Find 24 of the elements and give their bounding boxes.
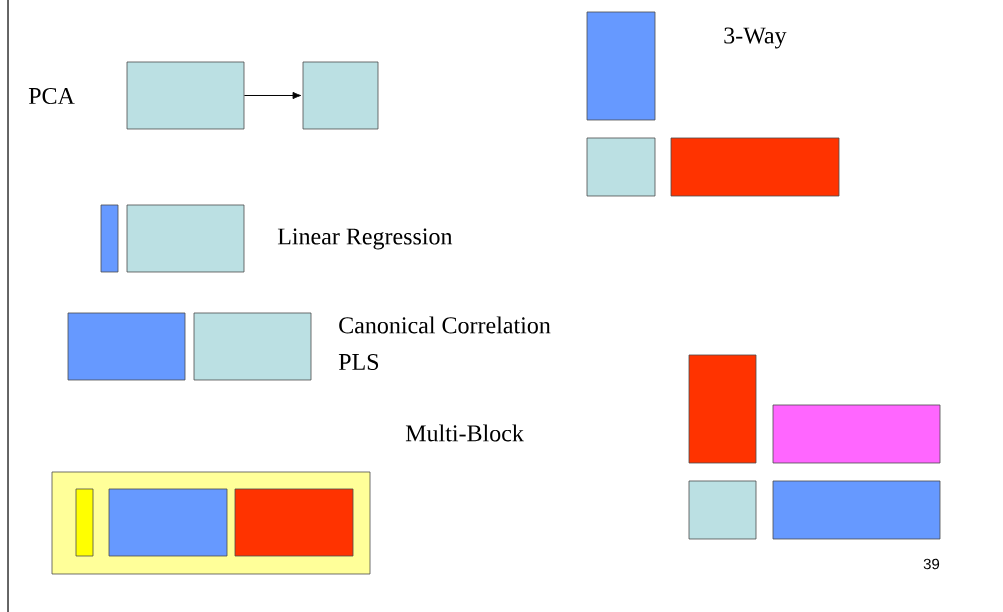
method-label: Multi-Block	[405, 424, 524, 442]
vector-block	[100, 204, 119, 273]
method-label: 3-Way	[724, 27, 787, 49]
matrix-block	[126, 204, 245, 273]
matrix-block	[688, 354, 757, 464]
matrix-block	[772, 480, 941, 540]
method-label: PCA	[28, 87, 75, 105]
matrix-block	[586, 137, 656, 197]
matrix-block	[688, 480, 757, 540]
matrix-block	[670, 137, 840, 197]
method-label: Linear Regression	[277, 228, 453, 250]
matrix-block	[234, 488, 354, 557]
matrix-block	[108, 488, 228, 557]
matrix-block	[772, 404, 941, 464]
matrix-block	[302, 61, 379, 130]
method-label: Canonical Correlation	[339, 316, 551, 334]
method-label: PLS	[338, 353, 379, 371]
vector-block	[75, 488, 94, 557]
matrix-block	[193, 312, 312, 381]
matrix-block	[126, 61, 245, 130]
arrow	[243, 91, 302, 100]
page-number: 39	[923, 558, 940, 570]
matrix-block	[67, 312, 186, 381]
matrix-block	[586, 11, 656, 121]
